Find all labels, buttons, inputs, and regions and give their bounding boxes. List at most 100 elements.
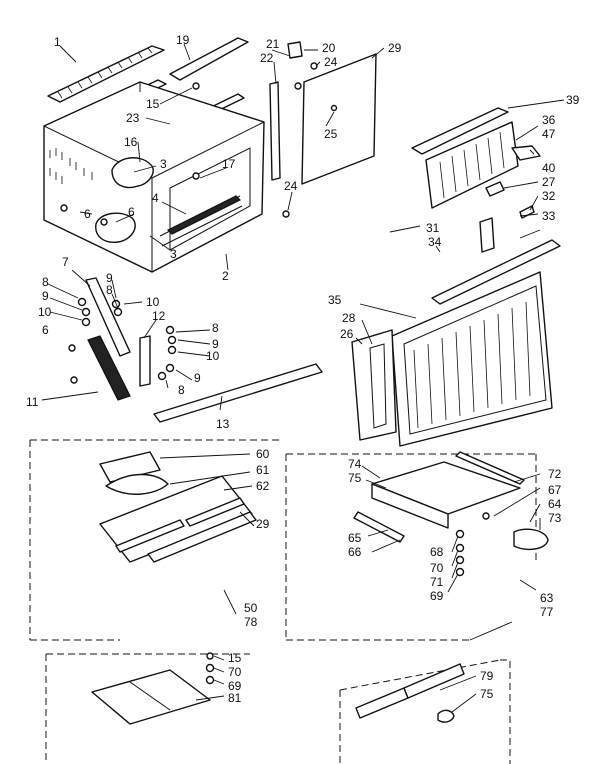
- channel-22: [269, 81, 281, 181]
- callout-4: 4: [152, 191, 159, 205]
- screw-21: [294, 82, 302, 90]
- callout-23: 23: [126, 111, 140, 125]
- washer-9a: [81, 307, 91, 317]
- strip-65: [353, 511, 405, 543]
- washer-71: [455, 555, 465, 565]
- callout-39: 39: [566, 93, 580, 107]
- callout-20: 20: [322, 41, 336, 55]
- strip-79a: [355, 687, 409, 719]
- callout-21: 21: [266, 37, 280, 51]
- callout-60: 60: [256, 447, 270, 461]
- callout-69a: 69: [430, 589, 444, 603]
- motor-shaft-47: [511, 145, 541, 161]
- kit-left-boundary: [29, 439, 282, 641]
- kit-63-77: [339, 659, 511, 764]
- washer-10b: [113, 307, 123, 317]
- louver-vanes: [439, 131, 505, 199]
- bracket-32: [479, 217, 495, 253]
- louver-frame-36: [425, 121, 519, 209]
- callout-66: 66: [348, 545, 362, 559]
- callout-36: 36: [542, 113, 556, 127]
- louver-bar-39: [411, 107, 509, 155]
- callout-3a: 3: [160, 157, 167, 171]
- callout-9b: 9: [106, 271, 113, 285]
- cabinet-edges: [139, 82, 265, 272]
- callout-64: 64: [548, 497, 562, 511]
- kit-50-boundary: [45, 653, 250, 764]
- callout-34: 34: [428, 235, 442, 249]
- callout-9d: 9: [194, 371, 201, 385]
- callout-40: 40: [542, 161, 556, 175]
- screw-15b: [206, 652, 214, 660]
- support-arms: [68, 277, 323, 423]
- strip-29b-a: [115, 519, 185, 553]
- callout-17: 17: [222, 157, 236, 171]
- rail-19: [169, 37, 249, 81]
- callout-71: 71: [430, 575, 444, 589]
- callout-24a: 24: [324, 55, 338, 69]
- callout-6a: 6: [84, 207, 91, 221]
- callout-65: 65: [348, 531, 362, 545]
- callout-labels: 1 19 21 20 22 24 29 15 23 25 16 3 17 24 …: [26, 33, 580, 705]
- screw-6c: [68, 344, 76, 352]
- callout-70b: 70: [228, 665, 242, 679]
- callout-6b: 6: [128, 205, 135, 219]
- callout-13: 13: [216, 417, 230, 431]
- callout-25: 25: [324, 127, 338, 141]
- callout-3b: 3: [170, 247, 177, 261]
- callout-78: 78: [244, 615, 258, 629]
- screw-6b: [100, 218, 108, 226]
- callout-11: 11: [26, 395, 39, 409]
- callout-68: 68: [430, 545, 444, 559]
- gasket-16: [111, 157, 154, 189]
- callout-9c: 9: [212, 337, 219, 351]
- strip-72: [455, 451, 525, 485]
- callout-16: 16: [124, 135, 138, 149]
- callout-33: 33: [542, 209, 556, 223]
- filter-door-26: [351, 329, 397, 441]
- kit-left: [29, 439, 282, 641]
- plate-74-side: [371, 483, 449, 529]
- callout-10c: 10: [206, 349, 220, 363]
- access-panel-29: [301, 53, 377, 185]
- washer-9c: [167, 335, 177, 345]
- callout-62: 62: [256, 479, 270, 493]
- callout-2: 2: [222, 269, 229, 283]
- washer-8a: [77, 297, 87, 307]
- callout-10a: 10: [38, 305, 52, 319]
- strip-29b-b: [185, 497, 245, 527]
- screw-24b: [282, 210, 290, 218]
- callout-77: 77: [540, 605, 554, 619]
- cabinet-assembly: [43, 37, 318, 273]
- screw-68: [455, 529, 465, 539]
- callout-12: 12: [152, 309, 166, 323]
- callout-8a: 8: [42, 275, 49, 289]
- washer-70a: [455, 543, 465, 553]
- screw-67: [482, 512, 490, 520]
- callout-7: 7: [62, 255, 69, 269]
- callout-6c: 6: [42, 323, 49, 337]
- callout-75a: 75: [348, 471, 362, 485]
- callout-22: 22: [260, 51, 274, 65]
- screw-24a: [310, 62, 318, 70]
- callout-73: 73: [548, 511, 562, 525]
- washer-69a: [455, 567, 465, 577]
- link-40: [485, 181, 505, 197]
- callout-9a: 9: [42, 289, 49, 303]
- callout-67: 67: [548, 483, 562, 497]
- callout-29b: 29: [256, 517, 270, 531]
- kit-right-boundary: [285, 453, 537, 641]
- gasket-60: [99, 451, 161, 483]
- callout-75b: 75: [480, 687, 494, 701]
- screw-15a: [192, 82, 200, 90]
- rail-4: [166, 195, 242, 235]
- grille-inner-frame: [403, 285, 547, 435]
- gasket-81-fold: [129, 681, 171, 711]
- washer-10a: [81, 317, 91, 327]
- screw-17: [192, 172, 200, 180]
- front-grille-assembly: [351, 217, 561, 447]
- sill-rail-13: [153, 363, 323, 423]
- grille-louvers: [413, 301, 531, 429]
- clip-20: [287, 41, 303, 59]
